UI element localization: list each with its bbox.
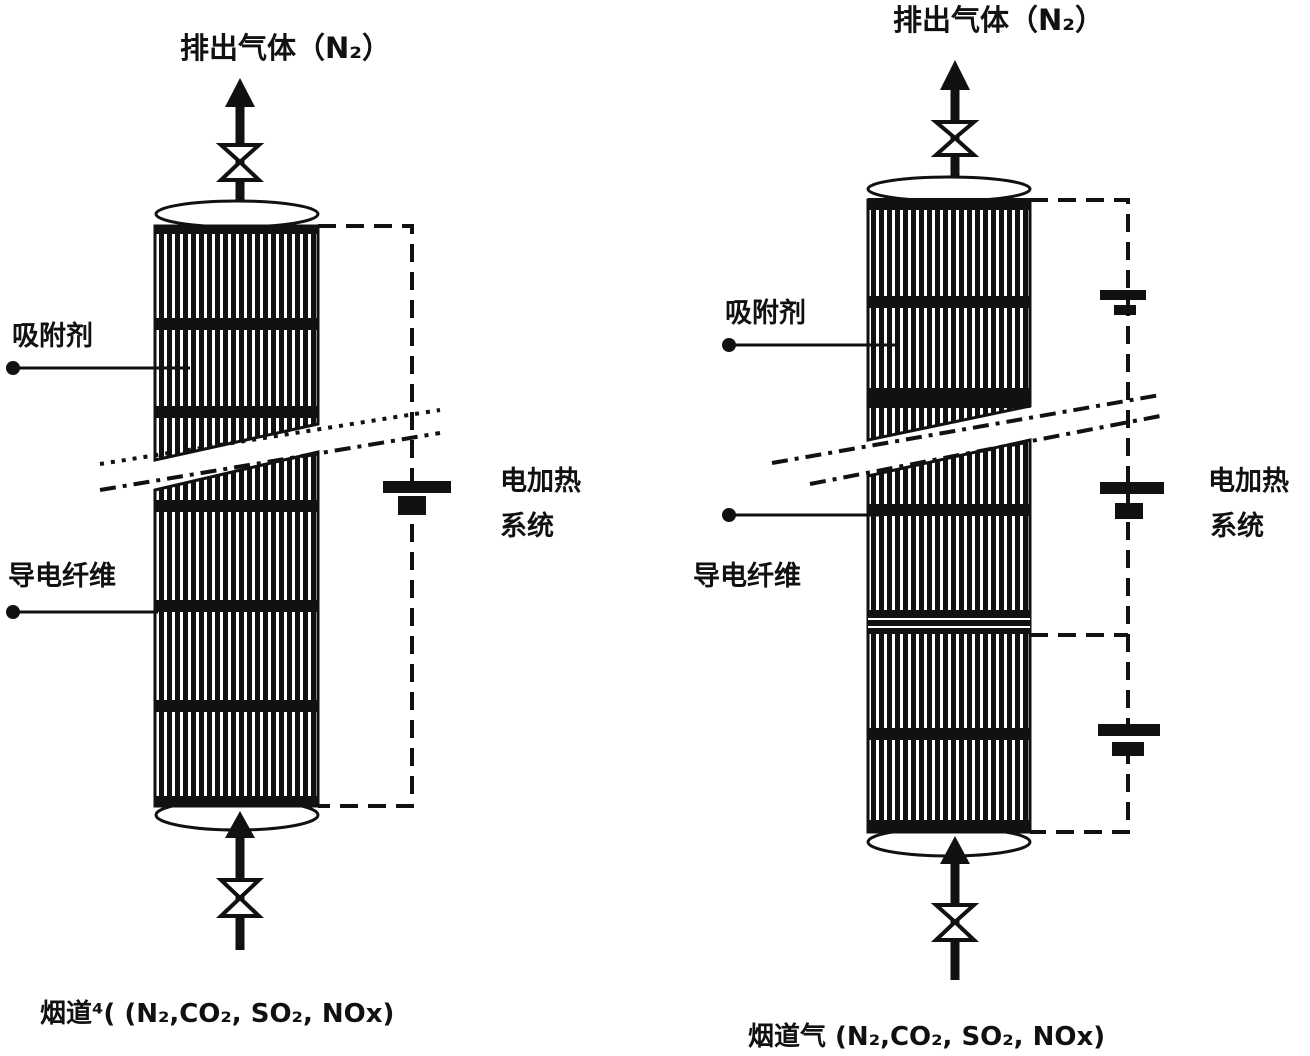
left-break-line-lower: [99, 431, 441, 492]
left-column-upper-section: [153, 224, 320, 462]
right-band: [868, 388, 1030, 408]
left-adsorbent-pointer: 吸附剂: [6, 321, 190, 375]
right-adsorbent-label: 吸附剂: [725, 298, 806, 329]
right-break-line-lower: [809, 414, 1161, 486]
left-break-line-upper: [99, 408, 441, 466]
right-inlet-valve-upper: [930, 903, 980, 925]
right-inlet-label: 烟道气 (N₂,CO₂, SO₂, NOx): [748, 1021, 1105, 1052]
left-inlet-arrow-head: [225, 811, 255, 838]
left-band: [155, 600, 318, 612]
left-top-cap: [154, 199, 320, 229]
left-adsorbent-label: 吸附剂: [12, 321, 93, 352]
right-heating-label-line1: 电加热: [1208, 466, 1289, 497]
left-column-bands: [155, 226, 318, 806]
right-band: [868, 820, 1030, 832]
left-heating-circuit: [318, 224, 451, 808]
right-battery-icon: [1100, 290, 1146, 300]
right-inlet-arrow-head: [940, 836, 970, 864]
right-heating-label-line2: 系统: [1210, 510, 1264, 542]
right-inlet-valve-icon: [930, 903, 980, 942]
right-top-cap: [866, 175, 1032, 203]
left-band: [155, 406, 318, 418]
left-inlet-label: 烟道⁴( (N₂,CO₂, SO₂, NOx): [40, 998, 394, 1029]
left-band: [155, 700, 318, 712]
left-battery-icon: [398, 496, 426, 515]
left-heating-label-line1: 电加热: [500, 466, 581, 497]
left-band: [155, 500, 318, 512]
left-outlet-valve-upper: [215, 143, 265, 165]
right-outlet-valve-upper: [930, 120, 980, 141]
right-band: [868, 728, 1030, 740]
left-heating-wire: [318, 224, 414, 808]
left-outlet-label: 排出气体（N₂）: [180, 31, 391, 65]
right-band-line: [868, 618, 1030, 620]
right-battery-icon: [1114, 305, 1136, 315]
right-band: [868, 610, 1030, 634]
right-column: 排出气体（N₂）: [693, 3, 1289, 1052]
right-column-bands: [868, 198, 1030, 832]
right-battery-icon: [1115, 503, 1143, 519]
left-fiber-pointer: 导电纤维: [6, 561, 158, 619]
right-band: [868, 198, 1030, 210]
right-inlet-valve-lower: [930, 919, 980, 942]
right-battery-icon: [1100, 482, 1164, 494]
right-column-lower-section: [866, 438, 1032, 834]
right-outlet-valve-icon: [930, 120, 980, 157]
right-band: [868, 296, 1030, 308]
right-battery-icon: [1098, 724, 1160, 736]
right-band: [868, 504, 1030, 516]
left-outlet-arrow-head: [225, 78, 255, 107]
left-outlet-arrow: [225, 78, 255, 205]
left-conductive-fiber-label: 导电纤维: [8, 561, 116, 592]
right-band-line: [868, 626, 1030, 628]
left-outlet-valve-icon: [215, 143, 265, 182]
right-break-lines: [771, 393, 1161, 486]
right-break-line-upper: [771, 393, 1161, 465]
left-inlet-valve-upper: [215, 878, 265, 901]
left-outlet-valve-lower: [215, 159, 265, 182]
left-column: 排出气体（N₂）: [6, 31, 581, 1029]
right-outlet-arrow-head: [940, 60, 970, 90]
right-outlet-valve-lower: [930, 135, 980, 157]
left-break-lines: [99, 408, 441, 492]
right-heating-circuit: [1030, 198, 1164, 834]
left-inlet-valve-lower: [215, 895, 265, 918]
left-band: [155, 226, 318, 234]
left-band: [155, 318, 318, 330]
left-heating-label-line2: 系统: [500, 510, 554, 542]
right-outlet-label: 排出气体（N₂）: [893, 3, 1104, 37]
left-inlet-valve-icon: [215, 878, 265, 918]
right-fiber-pointer: 导电纤维: [693, 508, 882, 592]
left-band: [155, 796, 318, 806]
right-adsorbent-pointer: 吸附剂: [722, 298, 900, 352]
right-battery-icon: [1112, 742, 1144, 756]
left-battery-icon: [383, 481, 451, 493]
right-conductive-fiber-label: 导电纤维: [693, 561, 801, 592]
